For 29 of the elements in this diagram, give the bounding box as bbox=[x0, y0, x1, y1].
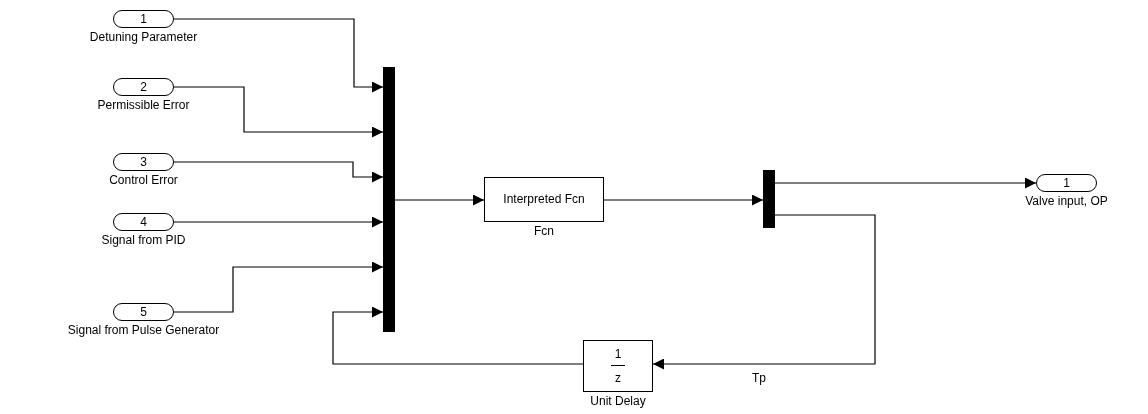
block-caption: Control Error bbox=[109, 174, 178, 186]
signal-line bbox=[173, 86, 384, 138]
block-caption: Signal from PID bbox=[101, 234, 186, 246]
delay-block: 1 z bbox=[583, 340, 653, 392]
block-caption: Signal from Pulse Generator bbox=[67, 324, 220, 336]
signal-line bbox=[332, 306, 584, 365]
signal-line bbox=[173, 18, 384, 93]
port-block: 1 bbox=[1036, 174, 1097, 192]
block-caption: Permissible Error bbox=[97, 99, 190, 111]
port-block: 2 bbox=[113, 78, 174, 96]
block-caption: Valve input, OP bbox=[1025, 195, 1108, 207]
bus-bar bbox=[763, 170, 775, 228]
signal-line bbox=[173, 261, 384, 313]
port-block: 4 bbox=[113, 213, 174, 231]
block-caption: Fcn bbox=[534, 225, 554, 237]
block-caption: Unit Delay bbox=[590, 395, 646, 407]
function-block: Interpreted Fcn bbox=[484, 177, 604, 222]
block-caption: Detuning Parameter bbox=[89, 31, 198, 43]
port-block: 3 bbox=[113, 153, 174, 171]
bus-bar bbox=[383, 67, 395, 332]
signal-line bbox=[394, 194, 485, 206]
signal-line bbox=[652, 214, 876, 370]
edge-label: Tp bbox=[752, 372, 766, 384]
signal-line bbox=[173, 161, 384, 183]
signal-line bbox=[603, 194, 764, 206]
port-block: 1 bbox=[113, 10, 174, 28]
signal-line bbox=[774, 177, 1037, 189]
port-block: 5 bbox=[113, 303, 174, 321]
signal-line bbox=[173, 216, 384, 228]
